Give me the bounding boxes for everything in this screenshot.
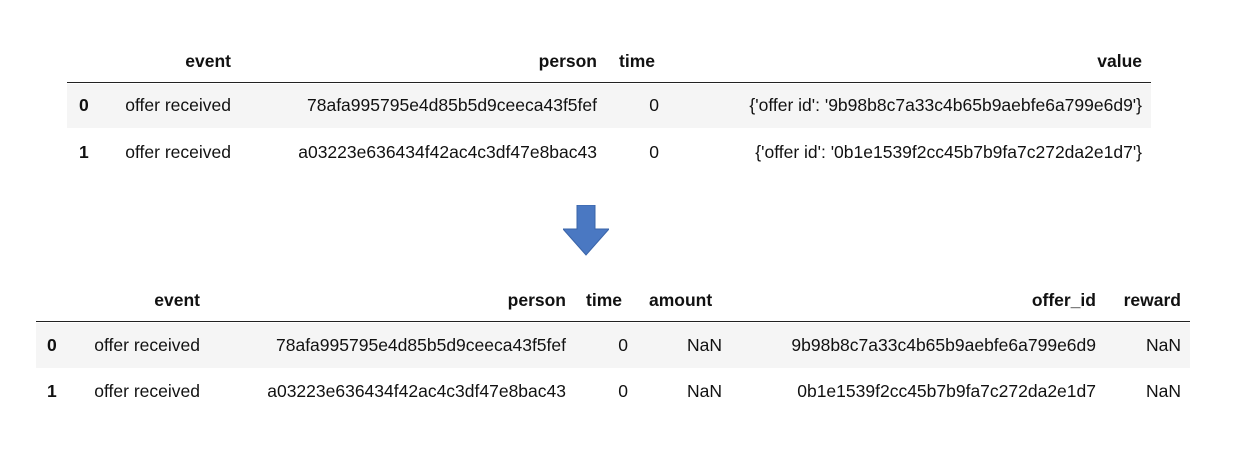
cell-offer-id: 9b98b8c7a33c4b65b9aebfe6a799e6d9 xyxy=(791,335,1096,355)
col-header-time: time xyxy=(586,290,622,310)
dataframe-before: event person time value 0 offer received… xyxy=(0,0,1236,200)
col-header-event: event xyxy=(185,51,231,71)
cell-time: 0 xyxy=(649,142,659,162)
table-row xyxy=(67,84,1151,128)
cell-person: a03223e636434f42ac4c3df47e8bac43 xyxy=(298,142,597,162)
cell-person: a03223e636434f42ac4c3df47e8bac43 xyxy=(267,381,566,401)
col-header-time: time xyxy=(619,51,655,71)
row-index: 0 xyxy=(79,95,89,115)
col-header-reward: reward xyxy=(1123,290,1181,310)
cell-event: offer received xyxy=(125,142,231,162)
cell-time: 0 xyxy=(649,95,659,115)
row-index: 1 xyxy=(47,381,57,401)
cell-amount: NaN xyxy=(686,335,722,355)
cell-value: {'offer id': '0b1e1539f2cc45b7b9fa7c272d… xyxy=(755,142,1142,162)
header-divider xyxy=(67,82,1151,83)
row-index: 0 xyxy=(47,335,57,355)
cell-time: 0 xyxy=(618,335,628,355)
table-row xyxy=(36,323,1190,368)
cell-offer-id: 0b1e1539f2cc45b7b9fa7c272da2e1d7 xyxy=(797,381,1096,401)
col-header-event: event xyxy=(154,290,200,310)
cell-reward: NaN xyxy=(1145,381,1181,401)
col-header-amount: amount xyxy=(649,290,713,310)
cell-event: offer received xyxy=(125,95,231,115)
cell-event: offer received xyxy=(94,335,200,355)
col-header-person: person xyxy=(507,290,566,310)
cell-person: 78afa995795e4d85b5d9ceeca43f5fef xyxy=(276,335,566,355)
row-index: 1 xyxy=(79,142,89,162)
down-arrow-icon xyxy=(563,205,609,256)
cell-reward: NaN xyxy=(1145,335,1181,355)
header-divider xyxy=(36,321,1190,322)
col-header-offer-id: offer_id xyxy=(1031,290,1096,310)
cell-amount: NaN xyxy=(686,381,722,401)
cell-person: 78afa995795e4d85b5d9ceeca43f5fef xyxy=(307,95,597,115)
cell-event: offer received xyxy=(94,381,200,401)
cell-time: 0 xyxy=(618,381,628,401)
col-header-person: person xyxy=(538,51,597,71)
col-header-value: value xyxy=(1097,51,1142,71)
cell-value: {'offer id': '9b98b8c7a33c4b65b9aebfe6a7… xyxy=(749,95,1142,115)
